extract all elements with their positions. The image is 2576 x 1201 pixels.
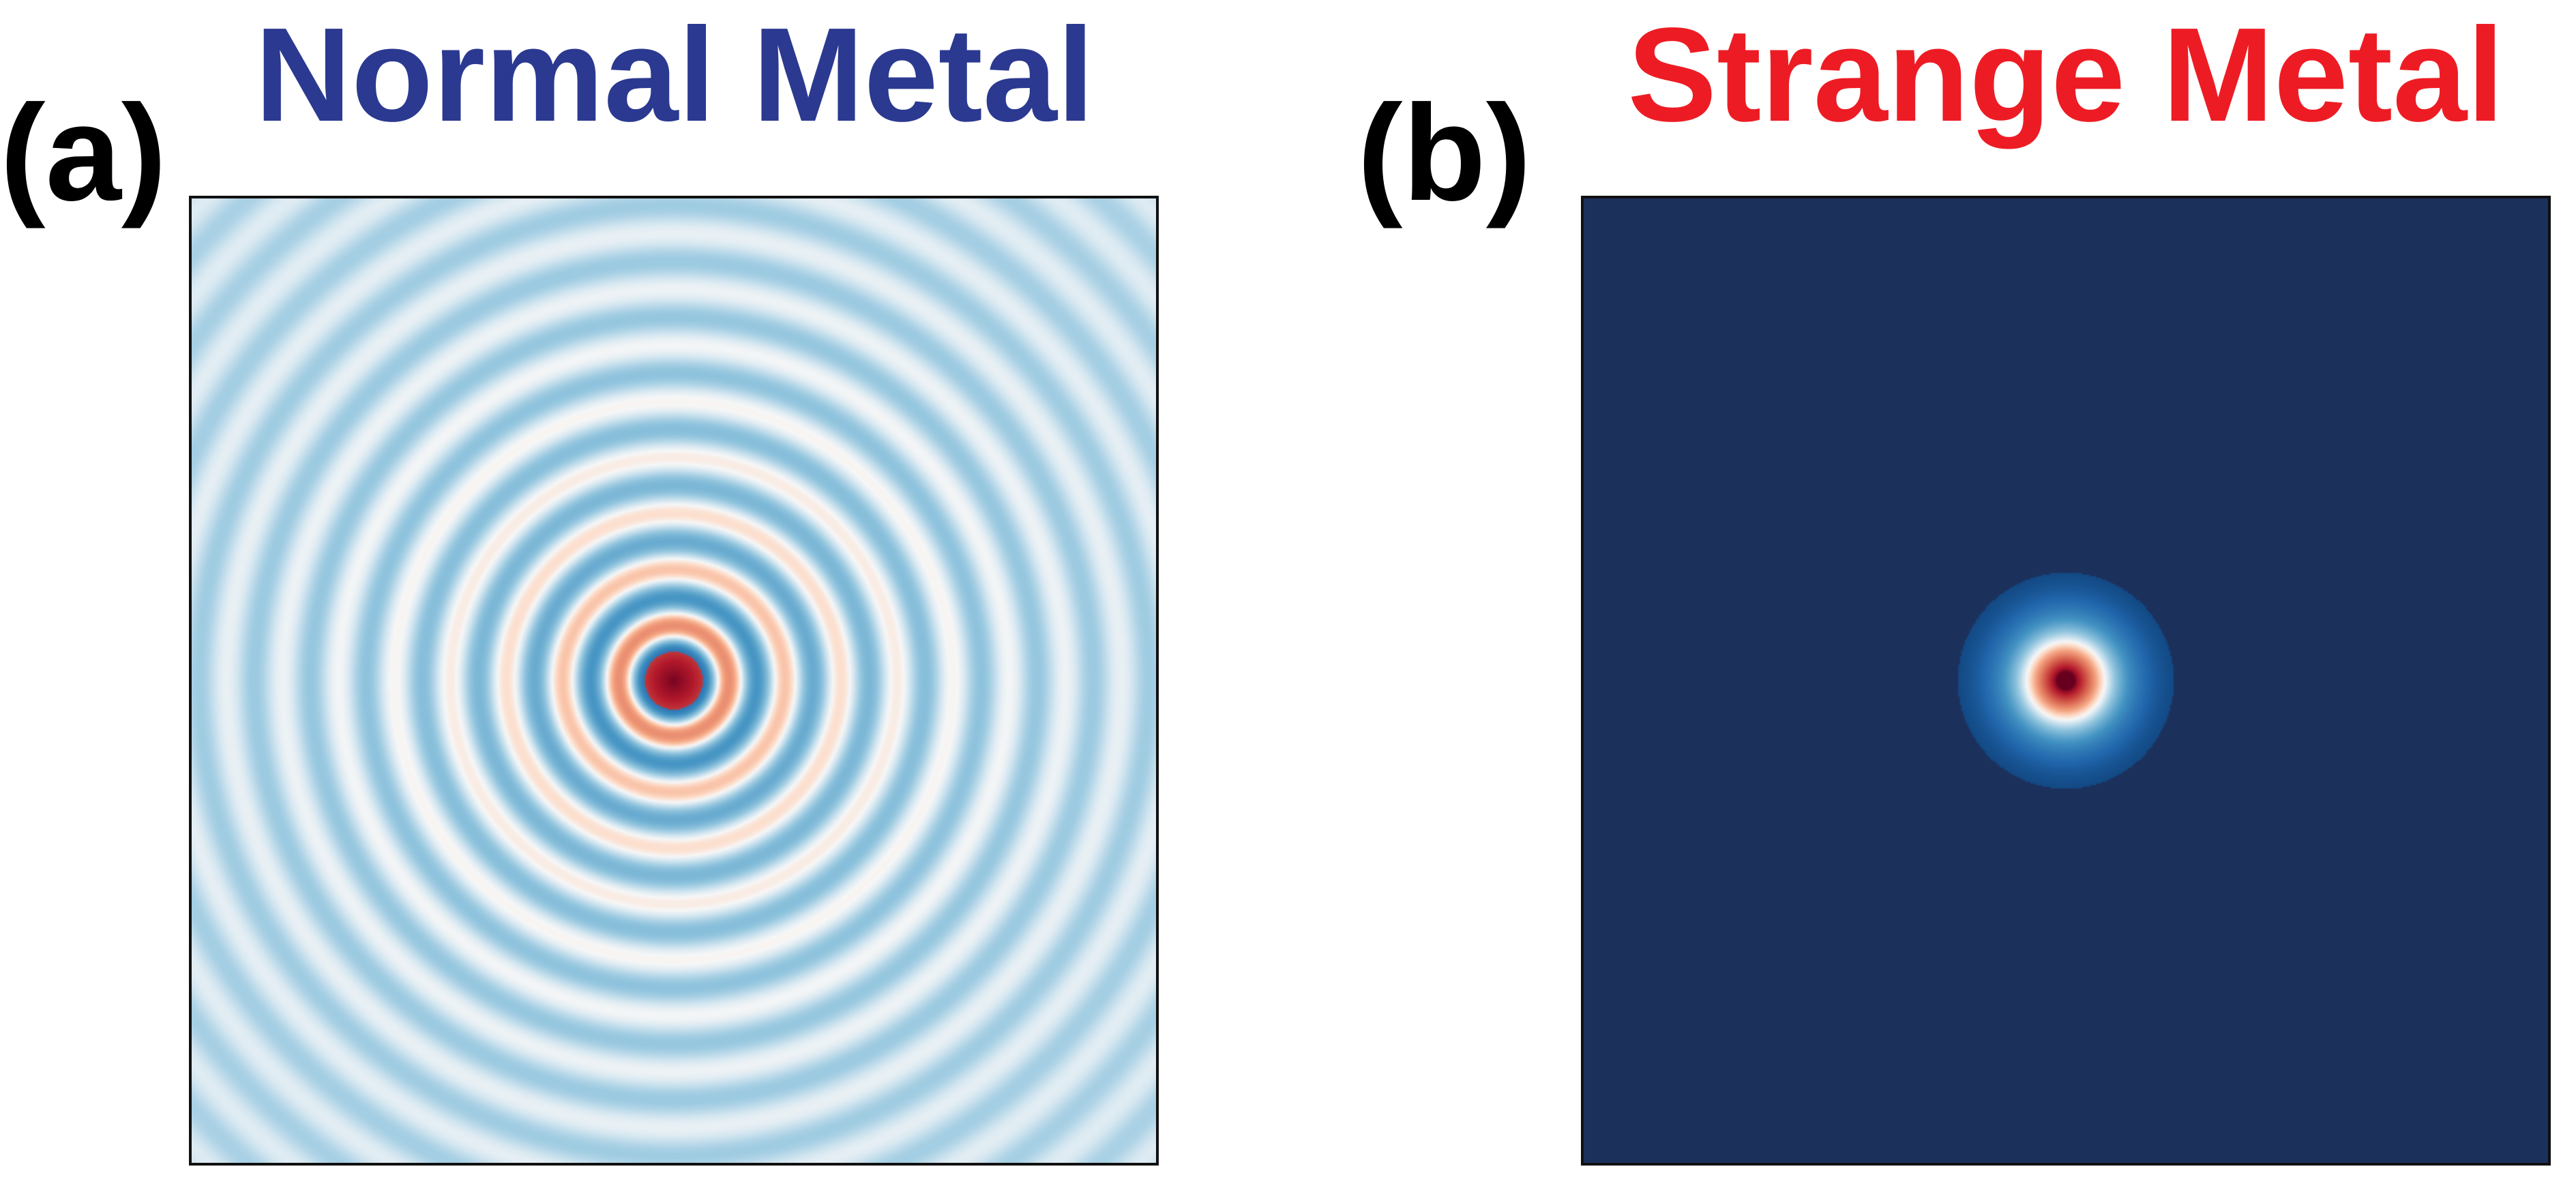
panel-a-label: (a) (0, 77, 167, 229)
panel-b-title: Strange Metal (1627, 0, 2504, 149)
panel-b-label: (b) (1357, 77, 1532, 229)
localized-peak-heatmap (1584, 198, 2548, 1163)
panel-b-strange-metal-map (1581, 196, 2551, 1166)
panel-a-normal-metal-map (189, 196, 1159, 1166)
panel-a-title: Normal Metal (254, 0, 1095, 149)
friedel-oscillation-heatmap (192, 198, 1156, 1163)
